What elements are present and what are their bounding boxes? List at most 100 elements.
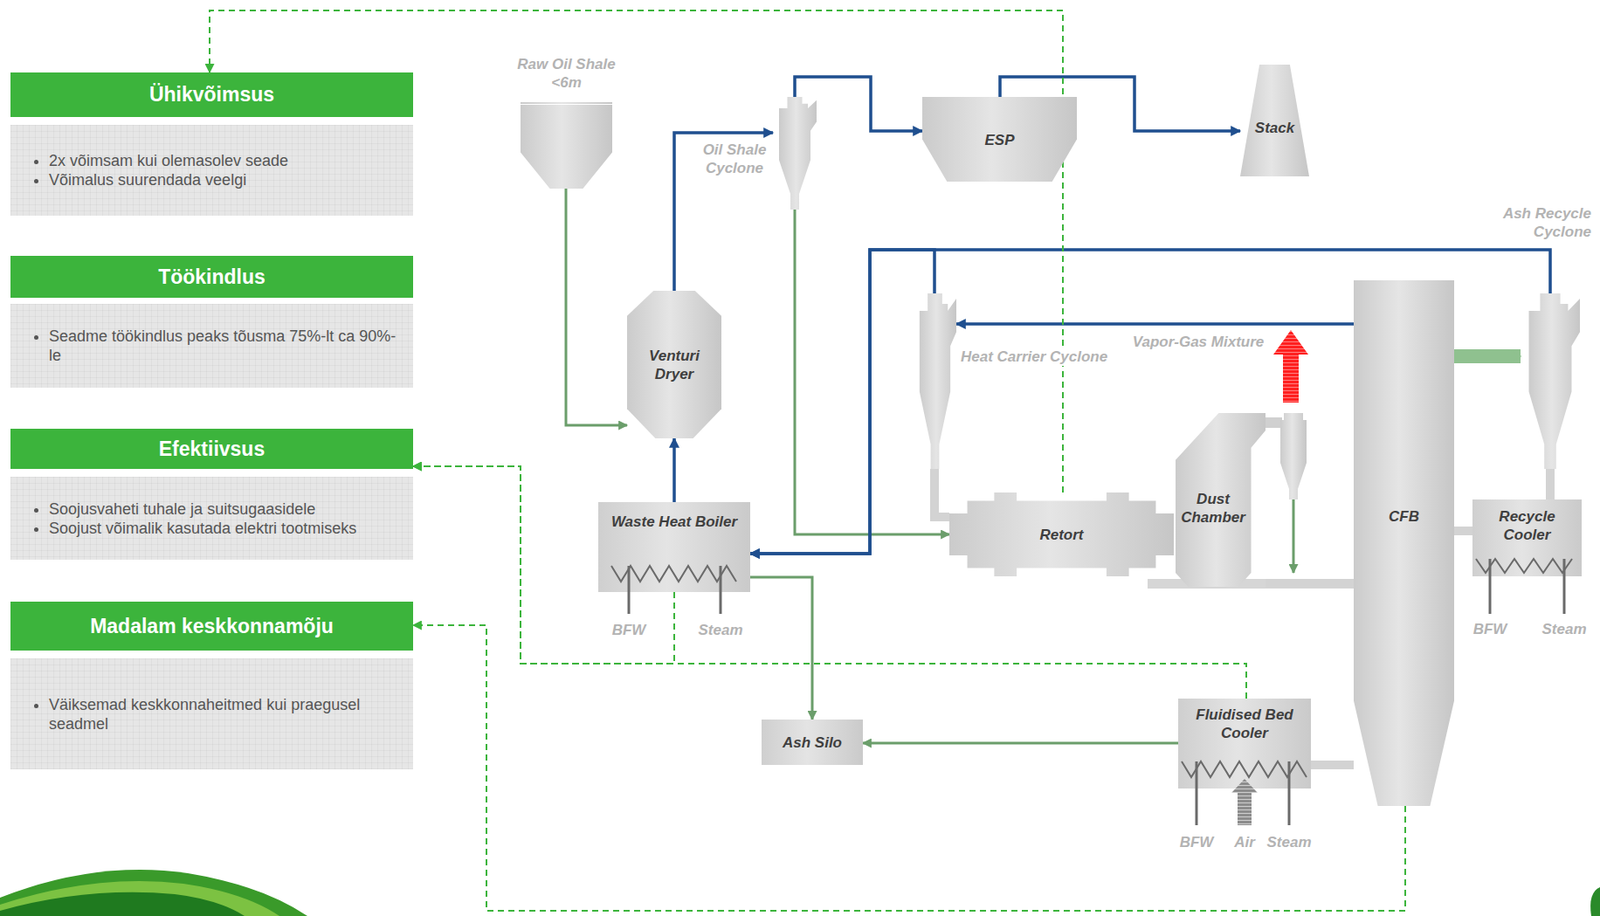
port-label: Steam — [697, 621, 743, 640]
bfw-pipe — [1489, 558, 1492, 614]
cfb-furnace: CFB — [1353, 280, 1455, 807]
cyclone: Ash Recycle Cyclone — [1520, 293, 1580, 469]
benefit-link — [413, 625, 1406, 911]
port-label: BFW — [1473, 620, 1508, 639]
cyclone-shape — [1529, 293, 1580, 469]
unit-label: Venturi Dryer — [637, 346, 711, 384]
bullet-text: 2x võimsam kui olemasolev seade — [48, 151, 401, 171]
dust-chamber: Dust Chamber — [1175, 413, 1266, 587]
cyclone: Heat Carrier Cyclone — [913, 293, 957, 469]
benefit-panel: TöökindlusSeadme töökindlus peaks tõusma… — [10, 255, 414, 388]
bullet-text: Soojust võimalik kasutada elektri tootmi… — [48, 518, 401, 538]
benefit-panel: EfektiivsusSoojusvaheti tuhale ja suitsu… — [10, 428, 414, 560]
port-label: Steam — [1266, 834, 1311, 852]
port-label: Air — [1234, 834, 1256, 852]
gas-flow-arrow — [956, 322, 1354, 326]
solids-arrow — [1292, 499, 1296, 573]
pipe-connection — [1265, 579, 1354, 588]
unit-label: Ash Silo — [761, 733, 863, 752]
unit-label: Stack — [1240, 118, 1310, 138]
panel-heading: Töökindlus — [10, 255, 414, 298]
panel-heading: Efektiivsus — [10, 428, 414, 469]
air-arrow — [1231, 779, 1258, 826]
bfw-pipe — [1195, 761, 1199, 826]
unit-label: Ash Recycle Cyclone — [1482, 204, 1592, 242]
logo-corner — [1590, 887, 1600, 916]
vapor-arrow — [1273, 330, 1309, 403]
precipitator-shape — [922, 96, 1077, 182]
bullet-list: 2x võimsam kui olemasolev seadeVõimalus … — [10, 151, 414, 190]
pipe-connection — [934, 468, 950, 518]
benefit-link — [413, 466, 1247, 699]
base-plate — [1147, 579, 1354, 589]
unit-label: Waste Heat Boiler — [598, 512, 751, 532]
cyclone-outline — [772, 96, 817, 210]
feed-hopper: Raw Oil Shale <6m — [520, 102, 613, 189]
cfb-furnace-shape — [1353, 280, 1455, 807]
heat-exchange-coil — [1181, 761, 1307, 778]
unit-label: Retort — [949, 525, 1174, 545]
port-label: Steam — [1541, 620, 1587, 639]
cyclone-outline — [1520, 293, 1580, 469]
dust-chamber-shape — [1175, 413, 1266, 587]
cyclone: Oil Shale Cyclone — [772, 96, 817, 210]
feed-hopper-outline — [520, 102, 613, 189]
ash-transfer-arrow — [1454, 349, 1521, 364]
unit-label: CFB — [1353, 507, 1455, 526]
panel-body: Soojusvaheti tuhale ja suitsugaasideleSo… — [10, 476, 414, 560]
duct — [1263, 417, 1283, 428]
steam-pipe — [1563, 558, 1566, 614]
solids-flow-arrow — [862, 742, 1179, 745]
bullet-text: Seadme töökindlus peaks tõusma 75%-lt ca… — [48, 326, 401, 366]
dryer-shape — [627, 290, 722, 439]
unit-label: Heat Carrier Cyclone — [958, 347, 1111, 366]
retort-shape — [949, 492, 1174, 577]
cooler: Recycle Cooler — [1472, 499, 1582, 577]
cyclone-shape — [919, 293, 957, 469]
port-label: BFW — [1179, 834, 1214, 852]
gas-flow-arrow — [750, 249, 935, 554]
cooler: Fluidised Bed Cooler — [1178, 698, 1311, 789]
bfw-pipe — [627, 565, 631, 614]
silo: Ash Silo — [761, 719, 863, 766]
logo-swoosh — [0, 869, 308, 916]
cfb-furnace-outline — [1353, 280, 1455, 807]
gas-flow-arrow — [672, 438, 676, 503]
flow-label: Vapor-Gas Mixture — [1130, 333, 1268, 352]
unit-label: Recycle Cooler — [1483, 507, 1572, 545]
panel-body: 2x võimsam kui olemasolev seadeVõimalus … — [10, 124, 414, 216]
unit-label: Oil Shale Cyclone — [694, 140, 775, 178]
boiler: Waste Heat Boiler — [598, 502, 751, 593]
pipe-connection — [1454, 526, 1473, 536]
bullet-text: Väiksemad keskkonnaheitmed kui praegusel… — [48, 695, 401, 734]
benefit-panel: Ühikvõimsus 2x võimsam kui olemasolev sea… — [10, 72, 414, 216]
bullet-text: Soojusvaheti tuhale ja suitsugaasidele — [48, 499, 401, 519]
panel-body: Väiksemad keskkonnaheitmed kui praegusel… — [10, 658, 414, 770]
heat-exchange-coil — [611, 565, 737, 582]
retort: Retort — [949, 492, 1174, 577]
solids-flow-arrow — [565, 188, 628, 426]
logo-swoosh-light — [0, 881, 280, 916]
port-label: BFW — [612, 621, 647, 640]
feed-hopper-shape — [520, 102, 613, 189]
panel-heading: Ühikvõimsus — [10, 72, 414, 118]
bullet-list: Seadme töökindlus peaks tõusma 75%-lt ca… — [10, 326, 414, 366]
cyclone-outline — [913, 293, 957, 469]
dryer-outline — [627, 290, 722, 439]
panel-body: Seadme töökindlus peaks tõusma 75%-lt ca… — [10, 303, 414, 388]
stack: Stack — [1240, 64, 1310, 177]
stack-shape — [1240, 64, 1310, 177]
heat-exchange-coil — [1475, 558, 1573, 573]
precipitator: ESP — [922, 96, 1077, 182]
steam-pipe — [1288, 761, 1291, 826]
unit-label: Fluidised Bed Cooler — [1185, 705, 1304, 743]
dryer: Venturi Dryer — [627, 290, 722, 439]
small-cyclone — [1280, 413, 1307, 500]
bullet-text: Võimalus suurendada veelgi — [48, 170, 401, 190]
bullet-list: Väiksemad keskkonnaheitmed kui praegusel… — [10, 695, 414, 734]
unit-label: Dust Chamber — [1175, 489, 1251, 527]
pipe-connection — [1310, 760, 1354, 770]
